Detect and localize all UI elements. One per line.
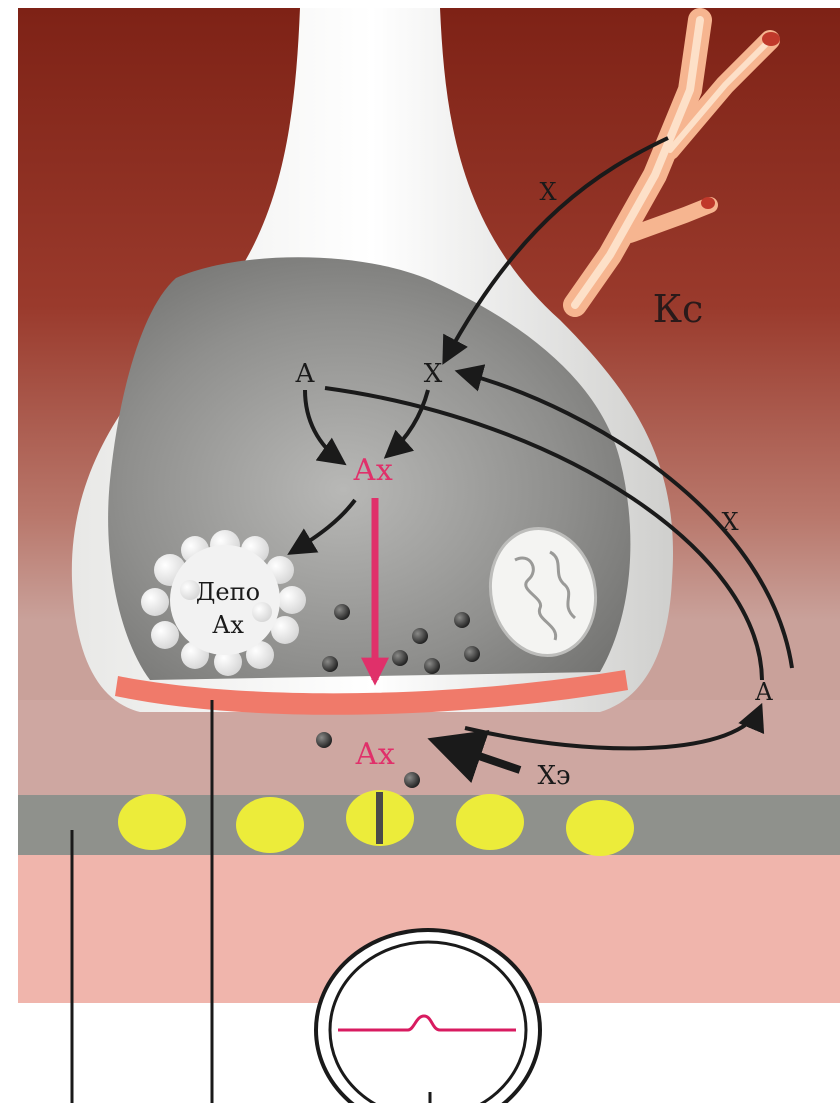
oscilloscope	[316, 930, 540, 1103]
label-a-left: А	[295, 359, 315, 389]
label-ax-terminal: Ах	[353, 453, 393, 488]
label-x-right: Х	[721, 508, 738, 536]
capillary-opening	[762, 32, 780, 46]
depot-label-line1: Депо	[196, 578, 260, 606]
label-a-right: А	[755, 678, 773, 706]
label-x-top: Х	[539, 178, 556, 206]
capillary-opening	[701, 197, 715, 209]
released-vesicle	[316, 732, 332, 748]
label-ax-cleft: Ах	[355, 737, 395, 772]
label-xe: Хэ	[537, 761, 570, 791]
label-x-mid: Х	[424, 359, 443, 389]
released-vesicle	[404, 772, 420, 788]
synaptic-cleft	[18, 700, 840, 795]
depot-label-line2: Ах	[212, 611, 244, 639]
label-kc: Кс	[653, 287, 704, 331]
